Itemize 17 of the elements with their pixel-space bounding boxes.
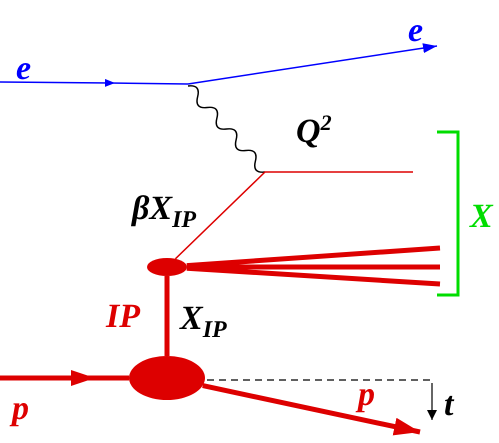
edge-label: p (12, 392, 29, 426)
vertex-blob (147, 258, 187, 276)
symbol-label: βX$_{IP}$ (132, 192, 196, 232)
symbol-label: IP (106, 300, 140, 334)
vertex-blob (129, 356, 205, 400)
particle-line (0, 370, 129, 386)
symbol-label: Q$^{2}$ (296, 112, 332, 149)
particle-line (174, 171, 413, 260)
particle-line (164, 276, 170, 356)
particle-line (186, 266, 440, 286)
symbol-label: t (444, 388, 454, 422)
symbol-label: e (408, 14, 424, 48)
edge-label: p (358, 378, 375, 412)
symbol-label: X$_{IP}$ (180, 302, 227, 342)
symbol-label: e (16, 52, 32, 86)
particle-line (202, 383, 421, 436)
symbol-label: X (470, 200, 493, 234)
